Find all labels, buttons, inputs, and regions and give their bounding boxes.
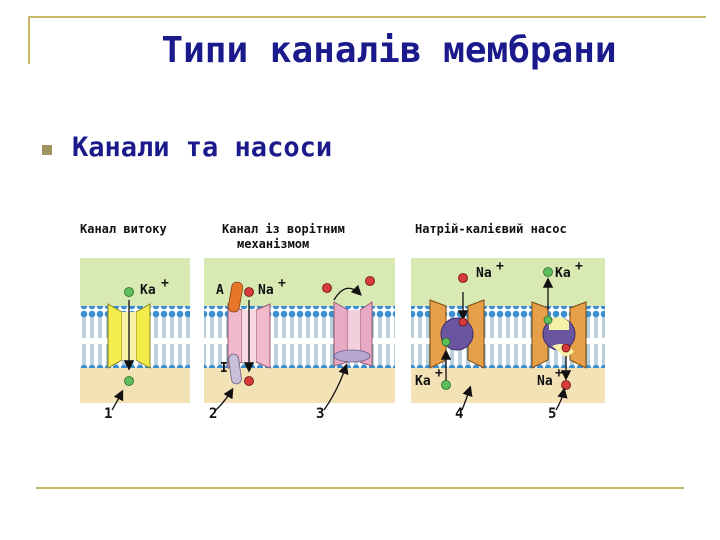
inner-gate (228, 353, 242, 385)
number-callouts: 1 2 3 4 5 (104, 363, 568, 422)
k-label-4: Ка (415, 374, 431, 389)
na-label-5: Na (537, 374, 553, 389)
label-na-k-pump: Натрій-калієвий насос (415, 222, 567, 236)
panel-leak-channel: Ка + (80, 258, 190, 403)
na-plus-5: + (555, 366, 563, 381)
k-ion-outside (124, 287, 134, 297)
bullet-marker (42, 145, 52, 155)
k-label-1: Ка (140, 283, 156, 298)
na-plus-4: + (496, 259, 504, 274)
k-ion-inside-4 (441, 380, 451, 390)
slide-frame-top-line (28, 16, 706, 18)
bullet-text: Канали та насоси (72, 132, 333, 163)
ligand-a-label: A (216, 283, 224, 298)
panel-gated-channels: A Na + I (204, 258, 395, 403)
k-plus-5: + (575, 259, 583, 274)
label-gated-channel-line2: механізмом (237, 237, 309, 251)
callout-4: 4 (455, 406, 463, 422)
callout-3: 3 (316, 406, 324, 422)
ligand-gate (227, 281, 244, 313)
na-label-4: Na (476, 266, 492, 281)
k-ion-inside (124, 376, 134, 386)
na-label-2: Na (258, 283, 274, 298)
callout-1: 1 (104, 406, 112, 422)
k-plus-1: + (161, 276, 169, 291)
na-ion-inside-5 (561, 380, 571, 390)
callout-5: 5 (548, 406, 556, 422)
slide-frame-left-line (28, 16, 30, 64)
slide-frame-bottom-line (36, 487, 684, 489)
inner-i-label: I (220, 361, 228, 376)
voltage-gate (333, 349, 371, 363)
na-ion-outside-2 (244, 287, 254, 297)
na-ion-a-3 (322, 283, 332, 293)
callout-2: 2 (209, 406, 217, 422)
na-ion-outside-4 (458, 273, 468, 283)
k-label-5: Ка (555, 266, 571, 281)
panel-na-k-pump: Na + Ка + Ка + Na + (411, 258, 605, 403)
label-leak-channel: Канал витоку (80, 222, 167, 236)
na-ion-inside-2 (244, 376, 254, 386)
k-plus-4: + (435, 366, 443, 381)
na-ion-b-3 (365, 276, 375, 286)
slide-title: Типи каналів мембрани (161, 30, 617, 71)
na-plus-2: + (278, 276, 286, 291)
label-gated-channel-line1: Канал із ворітним (222, 222, 345, 236)
k-ion-outside-5 (543, 267, 553, 277)
